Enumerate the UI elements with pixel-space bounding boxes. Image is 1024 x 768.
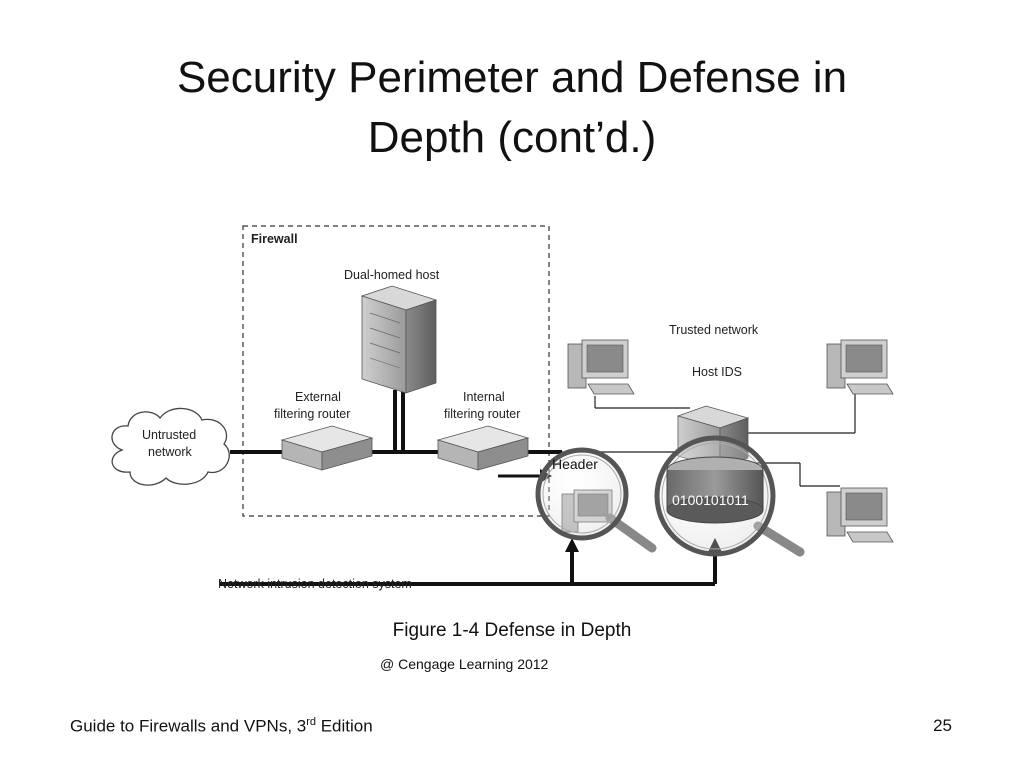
- footer-title-text: Guide to Firewalls and VPNs, 3: [70, 716, 307, 736]
- defense-in-depth-diagram: Firewall Dual-homed host: [111, 225, 894, 591]
- workstation-icon-bottom-right: [826, 487, 894, 543]
- slide-title: Security Perimeter and Defense in Depth …: [0, 48, 1024, 168]
- footer-title-sup: rd: [306, 716, 316, 728]
- external-router-label-line2: filtering router: [274, 407, 350, 421]
- nids-arrow-left: [565, 538, 579, 552]
- host-ids-label: Host IDS: [692, 365, 742, 379]
- firewall-boundary: [242, 225, 550, 517]
- workstation-icon-top-right: [826, 339, 894, 395]
- page-number: 25: [933, 716, 952, 735]
- nids-label: Network intrusion detection system: [218, 577, 412, 591]
- dual-homed-host-label: Dual-homed host: [344, 268, 440, 282]
- internal-router-icon: [436, 425, 530, 471]
- slide-title-line1: Security Perimeter and Defense in: [176, 53, 848, 102]
- footer-book-title: Guide to Firewalls and VPNs, 3rd Edition: [70, 716, 373, 737]
- header-label: Header: [552, 456, 598, 472]
- workstation-icon-top-left: [567, 339, 635, 395]
- untrusted-network-label-line2: network: [148, 445, 193, 459]
- figure-caption: Figure 1-4 Defense in Depth: [392, 620, 632, 641]
- external-router-icon: [280, 425, 374, 471]
- internal-router-label-line1: Internal: [463, 390, 505, 404]
- untrusted-network-label-line1: Untrusted: [142, 428, 196, 442]
- external-router-label-line1: External: [295, 390, 341, 404]
- internal-router-label-line2: filtering router: [444, 407, 520, 421]
- firewall-label: Firewall: [251, 232, 298, 246]
- dual-homed-host-server: [360, 285, 438, 394]
- magnifier-payload-icon: [654, 435, 805, 557]
- figure-credit: @ Cengage Learning 2012: [380, 656, 549, 672]
- magnifier-header-icon: [535, 447, 657, 553]
- binary-payload-label: 0100101011: [672, 492, 749, 508]
- footer-title-suffix: Edition: [316, 716, 373, 736]
- slide-title-line2: Depth (cont’d.): [367, 113, 657, 162]
- untrusted-network-cloud: [111, 407, 230, 486]
- trusted-network-label: Trusted network: [669, 323, 759, 337]
